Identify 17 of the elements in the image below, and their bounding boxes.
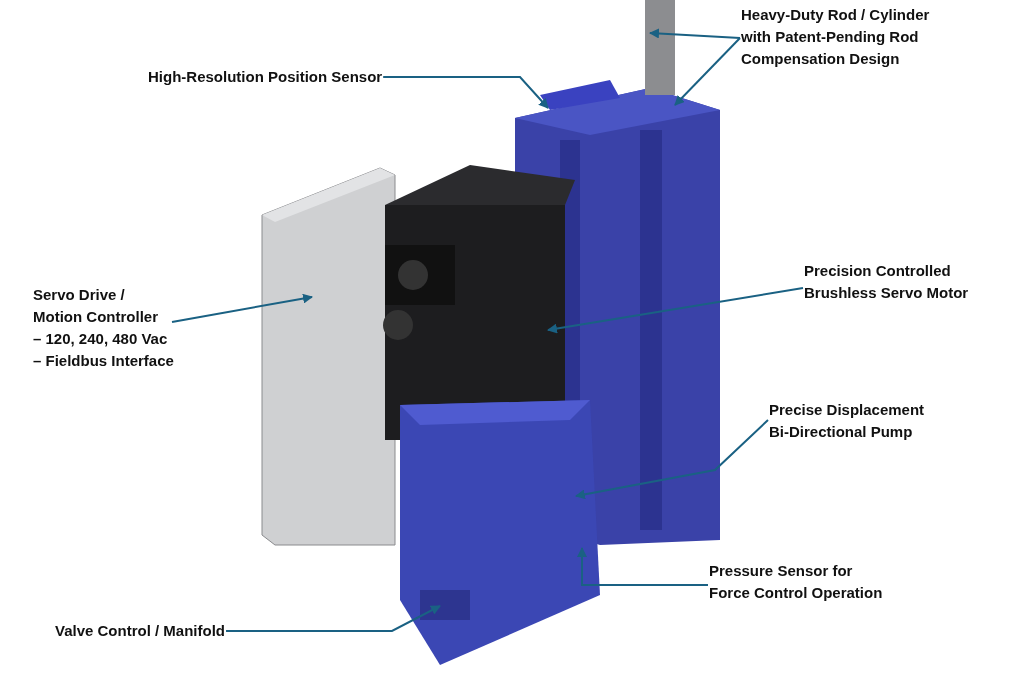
callout-text: Valve Control / Manifold bbox=[55, 621, 226, 641]
callout-text: Precise Displacement Bi-Directional Pump bbox=[769, 400, 926, 442]
leader-line bbox=[382, 76, 549, 109]
callout-text: – Fieldbus Interface bbox=[33, 351, 174, 371]
leader-line bbox=[225, 605, 441, 632]
callout-text: Precision Controlled Brushless Servo Motor bbox=[804, 261, 970, 303]
callout-text: Heavy-Duty Rod / Cylinder with Patent-Pending Rod Compensation Design bbox=[741, 5, 931, 69]
leader-line bbox=[674, 37, 741, 106]
callout-text: Pressure Sensor for Force Control Operation bbox=[709, 561, 884, 603]
callout-text: Servo Drive / Motion Controller bbox=[33, 285, 159, 327]
leader-line bbox=[649, 28, 741, 39]
leader-line bbox=[575, 419, 769, 500]
leader-line bbox=[577, 547, 709, 586]
leader-line bbox=[547, 287, 804, 334]
callout-text: High-Resolution Position Sensor bbox=[148, 67, 383, 87]
leader-line bbox=[171, 293, 313, 323]
callout-text: – 120, 240, 480 Vac bbox=[33, 329, 168, 349]
